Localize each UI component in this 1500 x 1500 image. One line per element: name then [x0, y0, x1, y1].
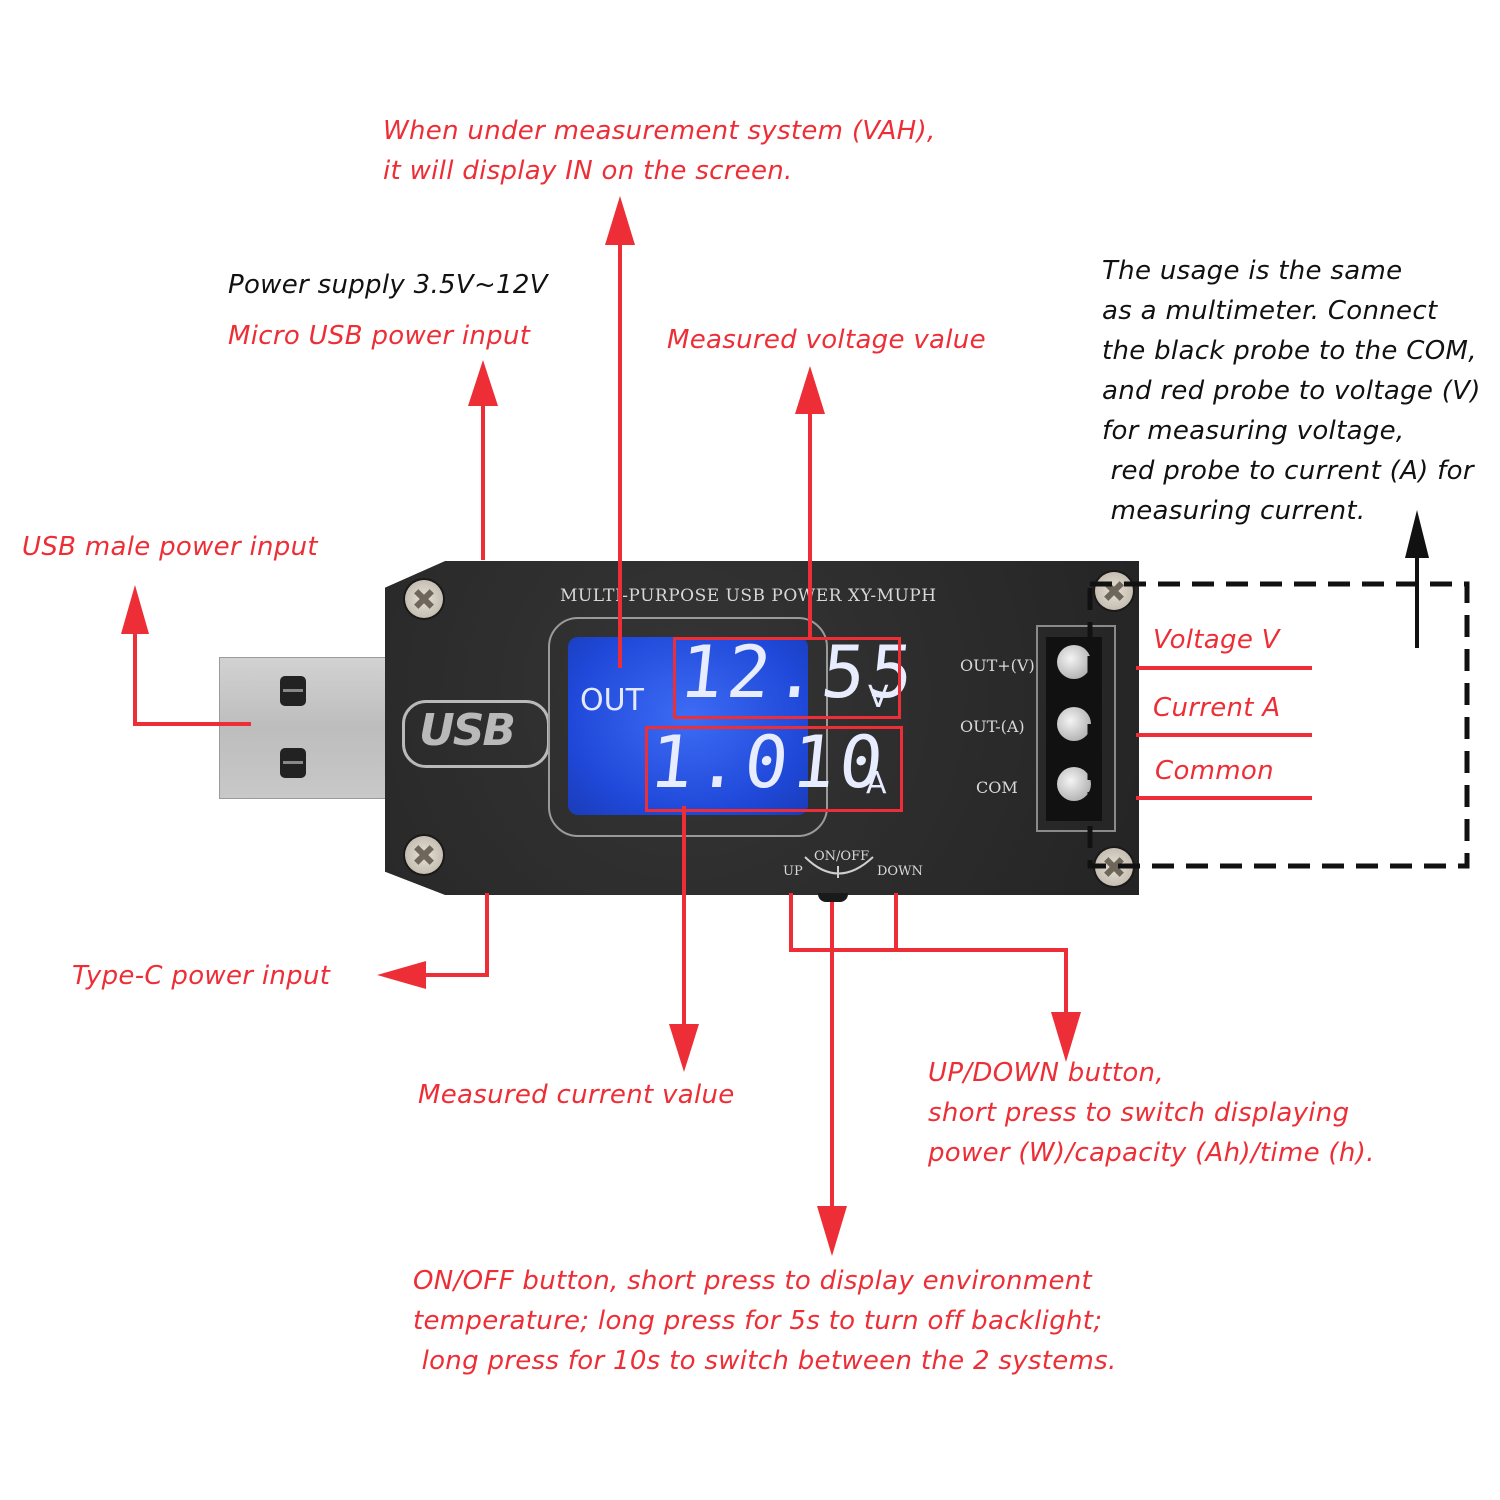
lcd-voltage-unit: V	[868, 680, 889, 715]
multimeter-dashed-box	[1087, 581, 1470, 869]
label-multimeter-line2: as a multimeter. Connect	[1102, 296, 1438, 326]
label-current-terminal: Current A	[1153, 693, 1281, 723]
arrowhead-in-display	[605, 196, 635, 245]
arrowhead-type-c	[377, 961, 426, 989]
screw-icon	[405, 580, 443, 618]
label-up-down-line2: short press to switch displaying	[928, 1098, 1350, 1128]
label-multimeter-line7: measuring current.	[1102, 496, 1366, 526]
screw-icon	[405, 836, 443, 874]
usb-connector-hole	[280, 676, 306, 706]
up-button-label[interactable]: UP	[783, 864, 803, 879]
label-voltage-terminal: Voltage V	[1153, 625, 1280, 655]
arrowhead-measured-current	[669, 1024, 699, 1072]
terminal-label-out-minus: OUT-(A)	[960, 717, 1025, 736]
arrowhead-micro-usb	[468, 360, 498, 406]
label-in-display-line2: it will display IN on the screen.	[383, 156, 793, 186]
label-multimeter-line4: and red probe to voltage (V)	[1102, 376, 1481, 406]
label-on-off-line3: long press for 10s to switch between the…	[413, 1346, 1117, 1376]
label-multimeter-line6: red probe to current (A) for	[1102, 456, 1474, 486]
label-up-down-line3: power (W)/capacity (Ah)/time (h).	[928, 1138, 1375, 1168]
terminal-screw-common[interactable]	[1057, 767, 1091, 801]
arrow-up-down	[789, 893, 1068, 1018]
terminal-label-com: COM	[976, 778, 1018, 797]
label-in-display-line1: When under measurement system (VAH),	[383, 116, 936, 146]
label-type-c: Type-C power input	[72, 961, 331, 991]
terminal-label-out-plus: OUT+(V)	[960, 656, 1035, 675]
down-button-label[interactable]: DOWN	[877, 864, 923, 879]
label-multimeter-line3: the black probe to the COM,	[1102, 336, 1477, 366]
terminal-screw-voltage[interactable]	[1057, 645, 1091, 679]
label-on-off-line2: temperature; long press for 5s to turn o…	[413, 1306, 1103, 1336]
label-micro-usb: Micro USB power input	[228, 321, 531, 351]
usb-connector-hole	[280, 748, 306, 778]
label-multimeter-line5: for measuring voltage,	[1102, 416, 1405, 446]
usb-male-connector	[219, 657, 393, 799]
terminal-screw-current[interactable]	[1057, 707, 1091, 741]
label-measured-current: Measured current value	[418, 1080, 735, 1110]
arrowhead-measured-voltage	[795, 366, 825, 414]
label-on-off-line1: ON/OFF button, short press to display en…	[413, 1266, 1093, 1296]
usb-logo: USB	[402, 700, 550, 768]
arrowhead-usb-male	[121, 585, 149, 634]
usb-logo-text: USB	[419, 705, 516, 756]
arrowhead-on-off	[817, 1206, 847, 1256]
label-measured-voltage: Measured voltage value	[667, 325, 986, 355]
terminal-frame	[1036, 625, 1116, 832]
screw-icon	[1095, 572, 1133, 610]
label-usb-male: USB male power input	[22, 532, 318, 562]
lcd-mode-label: OUT	[580, 683, 644, 718]
label-up-down-line1: UP/DOWN button,	[928, 1058, 1164, 1088]
label-power-supply: Power supply 3.5V~12V	[228, 270, 548, 300]
arrow-usb-male	[133, 630, 251, 726]
lcd-current-unit: A	[866, 766, 887, 801]
arrowhead-up-down	[1051, 1012, 1081, 1062]
device-model-title: MULTI-PURPOSE USB POWER XY-MUPH	[560, 586, 937, 606]
label-multimeter-line1: The usage is the same	[1102, 256, 1403, 286]
voltage-highlight-box	[673, 637, 901, 719]
label-common-terminal: Common	[1155, 756, 1274, 786]
current-highlight-box	[645, 726, 903, 812]
arrowhead-multimeter	[1405, 510, 1429, 558]
button-nub[interactable]	[818, 893, 848, 902]
arrow-type-c	[420, 893, 489, 977]
